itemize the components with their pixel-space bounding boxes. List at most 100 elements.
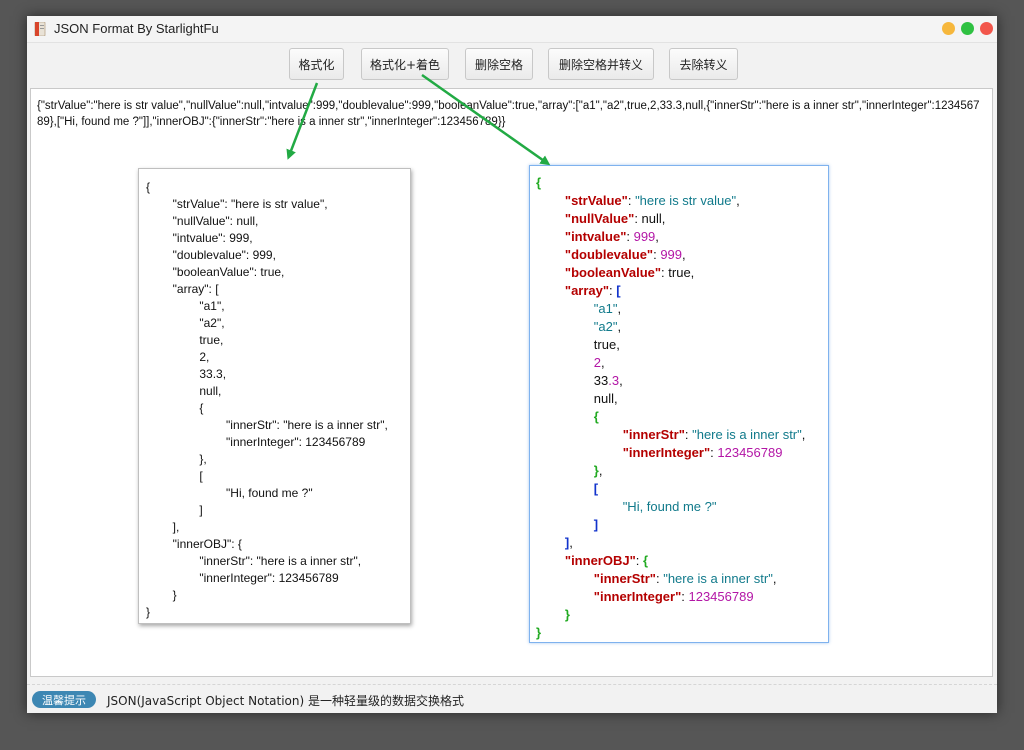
- json-number: 123456789: [688, 589, 754, 604]
- remove-spaces-escape-button[interactable]: 删除空格并转义: [548, 48, 654, 80]
- json-bracket: ]: [593, 517, 599, 532]
- json-punct: ,: [601, 355, 605, 370]
- json-punct: [536, 589, 594, 604]
- json-punct: ,: [682, 247, 686, 262]
- close-button[interactable]: [980, 22, 993, 35]
- colored-code-line: "innerStr": "here is a inner str",: [536, 570, 805, 588]
- colored-code-line: "innerStr": "here is a inner str",: [536, 426, 806, 444]
- json-punct: :: [710, 445, 718, 460]
- json-key: "intvalue": [564, 229, 627, 244]
- json-brace: {: [593, 409, 599, 424]
- json-punct: 33: [536, 373, 609, 388]
- json-punct: [536, 427, 623, 442]
- json-key: "strValue": [564, 193, 628, 208]
- json-brace: }: [536, 625, 542, 640]
- colored-code-line: "intvalue": 999,: [536, 228, 805, 246]
- json-string: "here is a inner str": [663, 571, 773, 586]
- json-punct: :: [684, 427, 693, 442]
- window-title: JSON Format By StarlightFu: [54, 21, 219, 36]
- json-punct: [536, 301, 594, 316]
- colored-code-line: "innerInteger": 123456789: [536, 588, 805, 606]
- code-line: "booleanValue": true,: [146, 265, 285, 279]
- json-punct: :: [635, 553, 643, 568]
- colored-code-line: "Hi, found me ?": [536, 498, 805, 516]
- code-line: "doublevalue": 999,: [146, 248, 276, 262]
- json-punct: ,: [619, 373, 623, 388]
- json-punct: [536, 553, 565, 568]
- json-punct: [536, 229, 565, 244]
- json-string: "Hi, found me ?": [622, 499, 717, 514]
- code-line: "a1",: [146, 299, 225, 313]
- tip-badge: 温馨提示: [32, 691, 96, 708]
- app-logo-icon: [34, 22, 46, 36]
- minimize-button[interactable]: [942, 22, 955, 35]
- code-line: "innerOBJ": {: [146, 537, 242, 551]
- app-window: JSON Format By StarlightFu 格式化 格式化+着色 删除…: [27, 16, 997, 713]
- json-brace: {: [536, 175, 542, 190]
- code-line: "innerStr": "here is a inner str",: [146, 554, 362, 568]
- colored-code-line: "innerInteger": 123456789: [536, 444, 805, 462]
- json-string: "here is a inner str": [692, 427, 802, 442]
- remove-spaces-button[interactable]: 删除空格: [465, 48, 533, 80]
- json-punct: [536, 193, 565, 208]
- json-punct: [536, 571, 594, 586]
- code-line: true,: [146, 333, 224, 347]
- code-line: {: [146, 401, 204, 415]
- json-punct: [536, 319, 594, 334]
- raw-json-text[interactable]: {"strValue":"here is str value","nullVal…: [37, 100, 980, 128]
- json-brace: }: [593, 463, 599, 478]
- format-color-button[interactable]: 格式化+着色: [361, 48, 449, 80]
- colored-code-line: }: [536, 624, 805, 642]
- title-bar: JSON Format By StarlightFu: [27, 16, 997, 43]
- colored-json-code: { "strValue": "here is str value", "null…: [536, 174, 805, 642]
- json-punct: :: [609, 283, 617, 298]
- json-number: 999: [633, 229, 656, 244]
- json-number: .3: [608, 373, 620, 388]
- toolbar: 格式化 格式化+着色 删除空格 删除空格并转义 去除转义: [27, 48, 997, 82]
- json-punct: :: [627, 193, 636, 208]
- colored-code-line: },: [536, 462, 805, 480]
- json-punct: [536, 355, 594, 370]
- json-punct: ,: [772, 571, 777, 586]
- format-button[interactable]: 格式化: [289, 48, 344, 80]
- json-key: "booleanValue": [564, 265, 662, 280]
- json-key: "nullValue": [564, 211, 635, 226]
- colored-code-line: "a1",: [536, 300, 805, 318]
- colored-code-line: "booleanValue": true,: [536, 264, 805, 282]
- json-punct: null,: [536, 391, 618, 406]
- json-editor-area[interactable]: {"strValue":"here is str value","nullVal…: [30, 88, 993, 677]
- maximize-button[interactable]: [961, 22, 974, 35]
- formatted-json-panel: { "strValue": "here is str value", "null…: [138, 168, 411, 624]
- code-line: "nullValue": null,: [146, 214, 259, 228]
- code-line: "a2",: [146, 316, 225, 330]
- json-punct: ,: [617, 319, 622, 334]
- colored-code-line: [: [536, 480, 805, 498]
- colored-code-line: "array": [: [536, 282, 805, 300]
- colored-code-line: "nullValue": null,: [536, 210, 805, 228]
- json-punct: :: [626, 229, 634, 244]
- json-punct: ,: [736, 193, 740, 208]
- code-line: "innerInteger": 123456789: [146, 435, 366, 449]
- colored-code-line: "innerOBJ": {: [536, 552, 805, 570]
- code-line: ]: [146, 503, 203, 517]
- json-punct: [536, 535, 565, 550]
- json-bracket: [: [593, 481, 599, 496]
- json-punct: [536, 247, 565, 262]
- unescape-button[interactable]: 去除转义: [669, 48, 738, 80]
- colored-code-line: 33.3,: [536, 372, 805, 390]
- code-line: "Hi, found me ?": [146, 486, 313, 500]
- code-line: null,: [146, 384, 222, 398]
- json-punct: :: [655, 571, 664, 586]
- code-line: ],: [146, 520, 180, 534]
- colored-code-line: {: [536, 408, 805, 426]
- json-key: "doublevalue": [564, 247, 654, 262]
- colored-code-line: true,: [536, 336, 805, 354]
- json-punct: ,: [569, 535, 573, 550]
- colored-json-panel: { "strValue": "here is str value", "null…: [529, 165, 829, 643]
- code-line: "intvalue": 999,: [146, 231, 253, 245]
- json-brace: }: [564, 607, 570, 622]
- code-line: },: [146, 452, 207, 466]
- json-punct: : true,: [661, 265, 695, 280]
- json-brace: {: [642, 553, 649, 568]
- code-line: [: [146, 469, 203, 483]
